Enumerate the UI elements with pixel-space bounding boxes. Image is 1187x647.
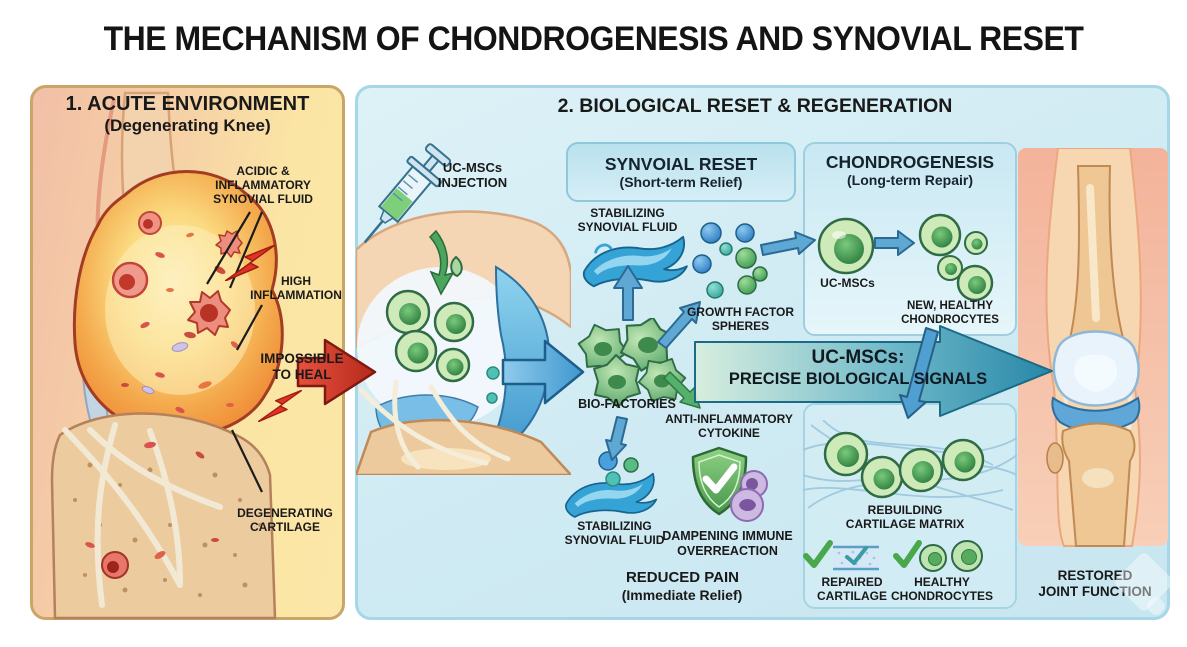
check-icon <box>893 540 922 568</box>
lightning-icon <box>225 245 275 281</box>
growth-factor-spheres-icon <box>692 222 768 299</box>
syringe-icon <box>363 143 452 244</box>
repaired-cartilage-icon <box>833 545 879 571</box>
label-stabilizing-bottom: STABILIZING SYNOVIAL FLUID <box>564 519 665 548</box>
label-impossible-to-heal: IMPOSSIBLE TO HEAL <box>260 351 344 382</box>
label-reduced-pain-sub: (Immediate Relief) <box>621 587 743 603</box>
repair-results-icons <box>803 540 983 572</box>
label-banner-line1: UC-MSCs: <box>811 347 905 368</box>
check-icon <box>803 540 833 568</box>
injection-arrow-icon <box>428 229 455 296</box>
synovial-box-subtitle: (Short-term Relief) <box>619 174 743 191</box>
inflammatory-cells <box>101 211 243 579</box>
chondro-box-subtitle: (Long-term Repair) <box>847 172 973 189</box>
synovial-reset-box: SYNVOIAL RESET (Short-term Relief) <box>566 142 796 202</box>
label-repaired-cartilage: REPAIRED CARTILAGE <box>817 575 887 604</box>
wave-icon <box>582 235 688 288</box>
label-injection: UC-MSCs INJECTION <box>437 160 508 191</box>
synovial-box-title: SYNVOIAL RESET <box>604 153 758 174</box>
label-rebuilding: REBUILDING CARTILAGE MATRIX <box>845 503 965 532</box>
ligament-strands <box>62 422 223 608</box>
healthy-chondrocytes-icon <box>919 540 983 572</box>
label-high-inflammation: HIGH INFLAMMATION <box>250 274 342 303</box>
shield-icon <box>691 446 768 522</box>
acute-heading: 1. ACUTE ENVIRONMENT <box>65 93 310 115</box>
label-restored-function: RESTORED JOINT FUNCTION <box>1038 568 1152 599</box>
msc-cells <box>385 255 475 383</box>
acute-subheading: (Degenerating Knee) <box>104 116 271 135</box>
impossible-arrow-icon <box>296 338 377 406</box>
label-new-chondrocytes: NEW, HEALTHY CHONDROCYTES <box>901 300 999 326</box>
label-acidic-fluid: ACIDIC & INFLAMMATORY SYNOVIAL FLUID <box>213 164 313 207</box>
chondro-box-title: CHONDROGENESIS <box>825 152 995 172</box>
label-healthy-chondrocytes: HEALTHY CHONDROCYTES <box>890 575 993 604</box>
label-anti-inflammatory: ANTI-INFLAMMATORY CYTOKINE <box>665 412 793 441</box>
label-dampening: DAMPENING IMMUNE OVERREACTION <box>662 529 793 558</box>
lightning-icon <box>258 390 302 422</box>
label-reduced-pain: REDUCED PAIN <box>625 569 740 586</box>
label-stabilizing-top: STABILIZING SYNOVIAL FLUID <box>577 206 678 235</box>
restored-knee-illustration <box>1018 148 1168 547</box>
immune-cells-icon <box>730 470 768 522</box>
droplets-icon <box>598 451 639 487</box>
label-banner-line2: PRECISE BIOLOGICAL SIGNALS <box>728 370 988 388</box>
label-ucmscs: UC-MSCs <box>820 276 875 290</box>
flow-arrow-icon <box>501 339 585 405</box>
reset-heading: 2. BIOLOGICAL RESET & REGENERATION <box>557 95 953 117</box>
degenerating-knee-illustration <box>50 91 284 620</box>
label-growth-factor: GROWTH FACTOR SPHERES <box>686 305 795 334</box>
page-title: THE MECHANISM OF CHONDROGENESIS AND SYNO… <box>103 20 1084 58</box>
debris-specks <box>85 232 240 559</box>
label-bio-factories: BIO-FACTORIES <box>578 397 676 411</box>
cartilage-matrix-icon <box>803 420 1017 511</box>
label-degenerating-cartilage: DEGENERATING CARTILAGE <box>237 506 333 535</box>
